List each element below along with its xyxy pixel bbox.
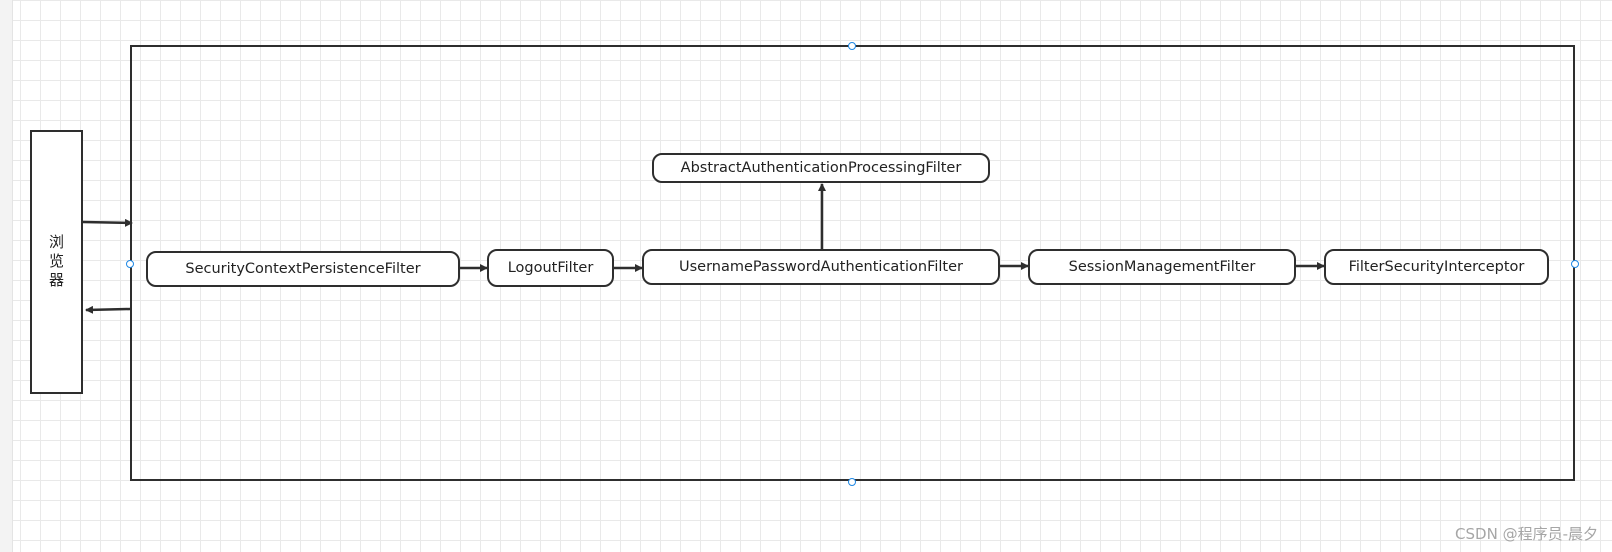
username-password-authentication-filter-node[interactable]: UsernamePasswordAuthenticationFilter xyxy=(642,249,1000,285)
resize-handle-right[interactable] xyxy=(1571,260,1579,268)
abstract-authentication-processing-filter-node[interactable]: AbstractAuthenticationProcessingFilter xyxy=(652,153,990,183)
logout-filter-node[interactable]: LogoutFilter xyxy=(487,249,614,287)
resize-handle-top[interactable] xyxy=(848,42,856,50)
filter-security-interceptor-node[interactable]: FilterSecurityInterceptor xyxy=(1324,249,1549,285)
browser-label: 浏览器 xyxy=(47,233,65,291)
resize-handle-left[interactable] xyxy=(126,260,134,268)
abstract-authentication-processing-filter-label: AbstractAuthenticationProcessingFilter xyxy=(680,160,962,176)
logout-filter-label: LogoutFilter xyxy=(507,260,594,276)
canvas-left-ruler xyxy=(0,0,13,552)
arrow-browser-to-chain xyxy=(82,218,133,227)
security-context-persistence-filter-node[interactable]: SecurityContextPersistenceFilter xyxy=(146,251,460,287)
arrow-chain-to-browser xyxy=(85,305,131,314)
csdn-watermark: CSDN @程序员-晨夕 xyxy=(1455,525,1598,543)
session-management-filter-label: SessionManagementFilter xyxy=(1068,259,1256,275)
security-context-persistence-filter-label: SecurityContextPersistenceFilter xyxy=(185,261,421,277)
resize-handle-bottom[interactable] xyxy=(848,478,856,486)
username-password-authentication-filter-label: UsernamePasswordAuthenticationFilter xyxy=(679,259,963,275)
session-management-filter-node[interactable]: SessionManagementFilter xyxy=(1028,249,1296,285)
filter-security-interceptor-label: FilterSecurityInterceptor xyxy=(1348,259,1525,275)
browser-node[interactable]: 浏览器 xyxy=(30,130,83,394)
